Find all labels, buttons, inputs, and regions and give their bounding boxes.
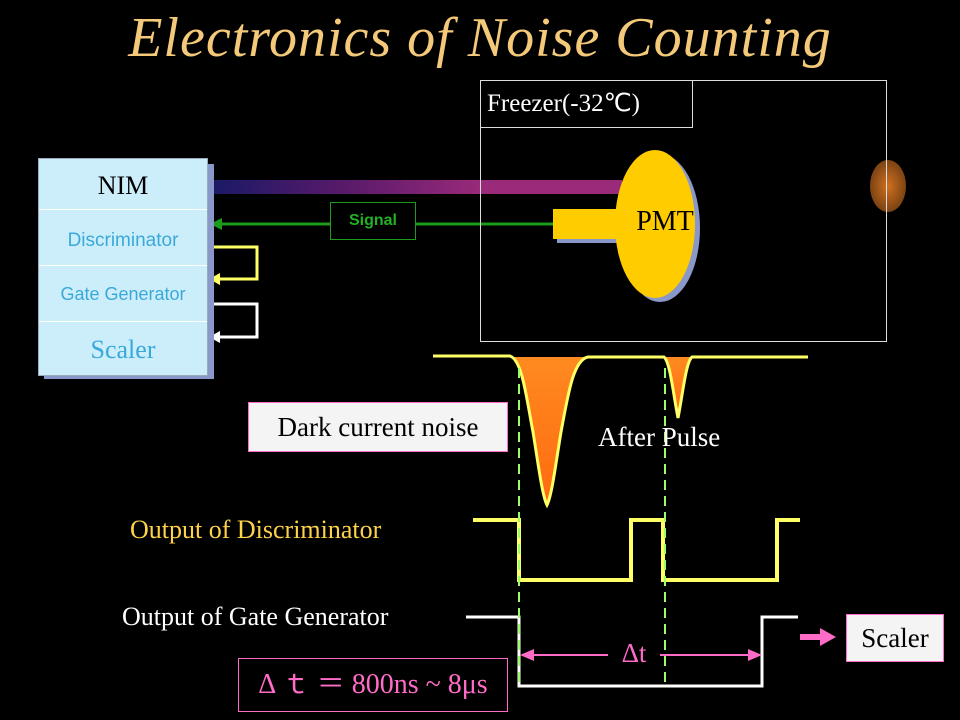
scaler-target-label: Scaler bbox=[846, 614, 944, 662]
dark-current-pulse bbox=[510, 357, 588, 505]
pmt-body bbox=[615, 150, 695, 298]
waveform-trace bbox=[433, 354, 808, 509]
hv-cable-inside bbox=[482, 180, 622, 194]
nim-module-scaler: Scaler bbox=[90, 335, 156, 364]
nim-divider bbox=[39, 265, 207, 266]
discriminator-output-trace bbox=[473, 518, 800, 582]
disc-to-gate-cable bbox=[208, 245, 259, 281]
dark-current-noise-label: Dark current noise bbox=[248, 402, 508, 452]
pmt-socket bbox=[553, 209, 623, 239]
pmt-waveform bbox=[433, 354, 808, 509]
nim-title: NIM bbox=[97, 171, 149, 200]
hv-cable bbox=[212, 180, 482, 194]
page-title: Electronics of Noise Counting bbox=[128, 7, 832, 69]
delta-t-label: Δt bbox=[608, 638, 660, 669]
delta-t-formula: Δ ｔ ＝ 800ns ~ 8μs bbox=[238, 658, 508, 712]
nim-divider bbox=[39, 321, 207, 322]
nim-module-gate-generator: Gate Generator bbox=[60, 284, 186, 304]
light-source bbox=[870, 160, 906, 212]
signal-arrowhead bbox=[210, 218, 222, 230]
nim-divider bbox=[39, 209, 207, 210]
pmt-label: PMT bbox=[636, 206, 694, 237]
gate-to-scaler-cable bbox=[208, 302, 259, 339]
to-scaler-arrowhead bbox=[820, 628, 836, 646]
gate-to-scaler-arrowhead bbox=[209, 331, 220, 343]
delta-t-arrowhead-right bbox=[748, 649, 762, 661]
disc-to-gate-arrowhead bbox=[209, 273, 220, 285]
after-pulse-label: After Pulse bbox=[598, 422, 721, 452]
nim-crate: NIM Discriminator Gate Generator Scaler bbox=[38, 158, 208, 376]
discriminator-output-label: Output of Discriminator bbox=[130, 515, 382, 544]
signal-label: Signal bbox=[330, 202, 416, 240]
freezer-label: Freezer(-32℃) bbox=[480, 80, 693, 128]
gate-generator-output-label: Output of Gate Generator bbox=[122, 602, 389, 631]
delta-t-arrowhead-left bbox=[520, 649, 534, 661]
nim-module-discriminator: Discriminator bbox=[67, 230, 179, 251]
gate-generator-output-trace bbox=[466, 615, 798, 688]
